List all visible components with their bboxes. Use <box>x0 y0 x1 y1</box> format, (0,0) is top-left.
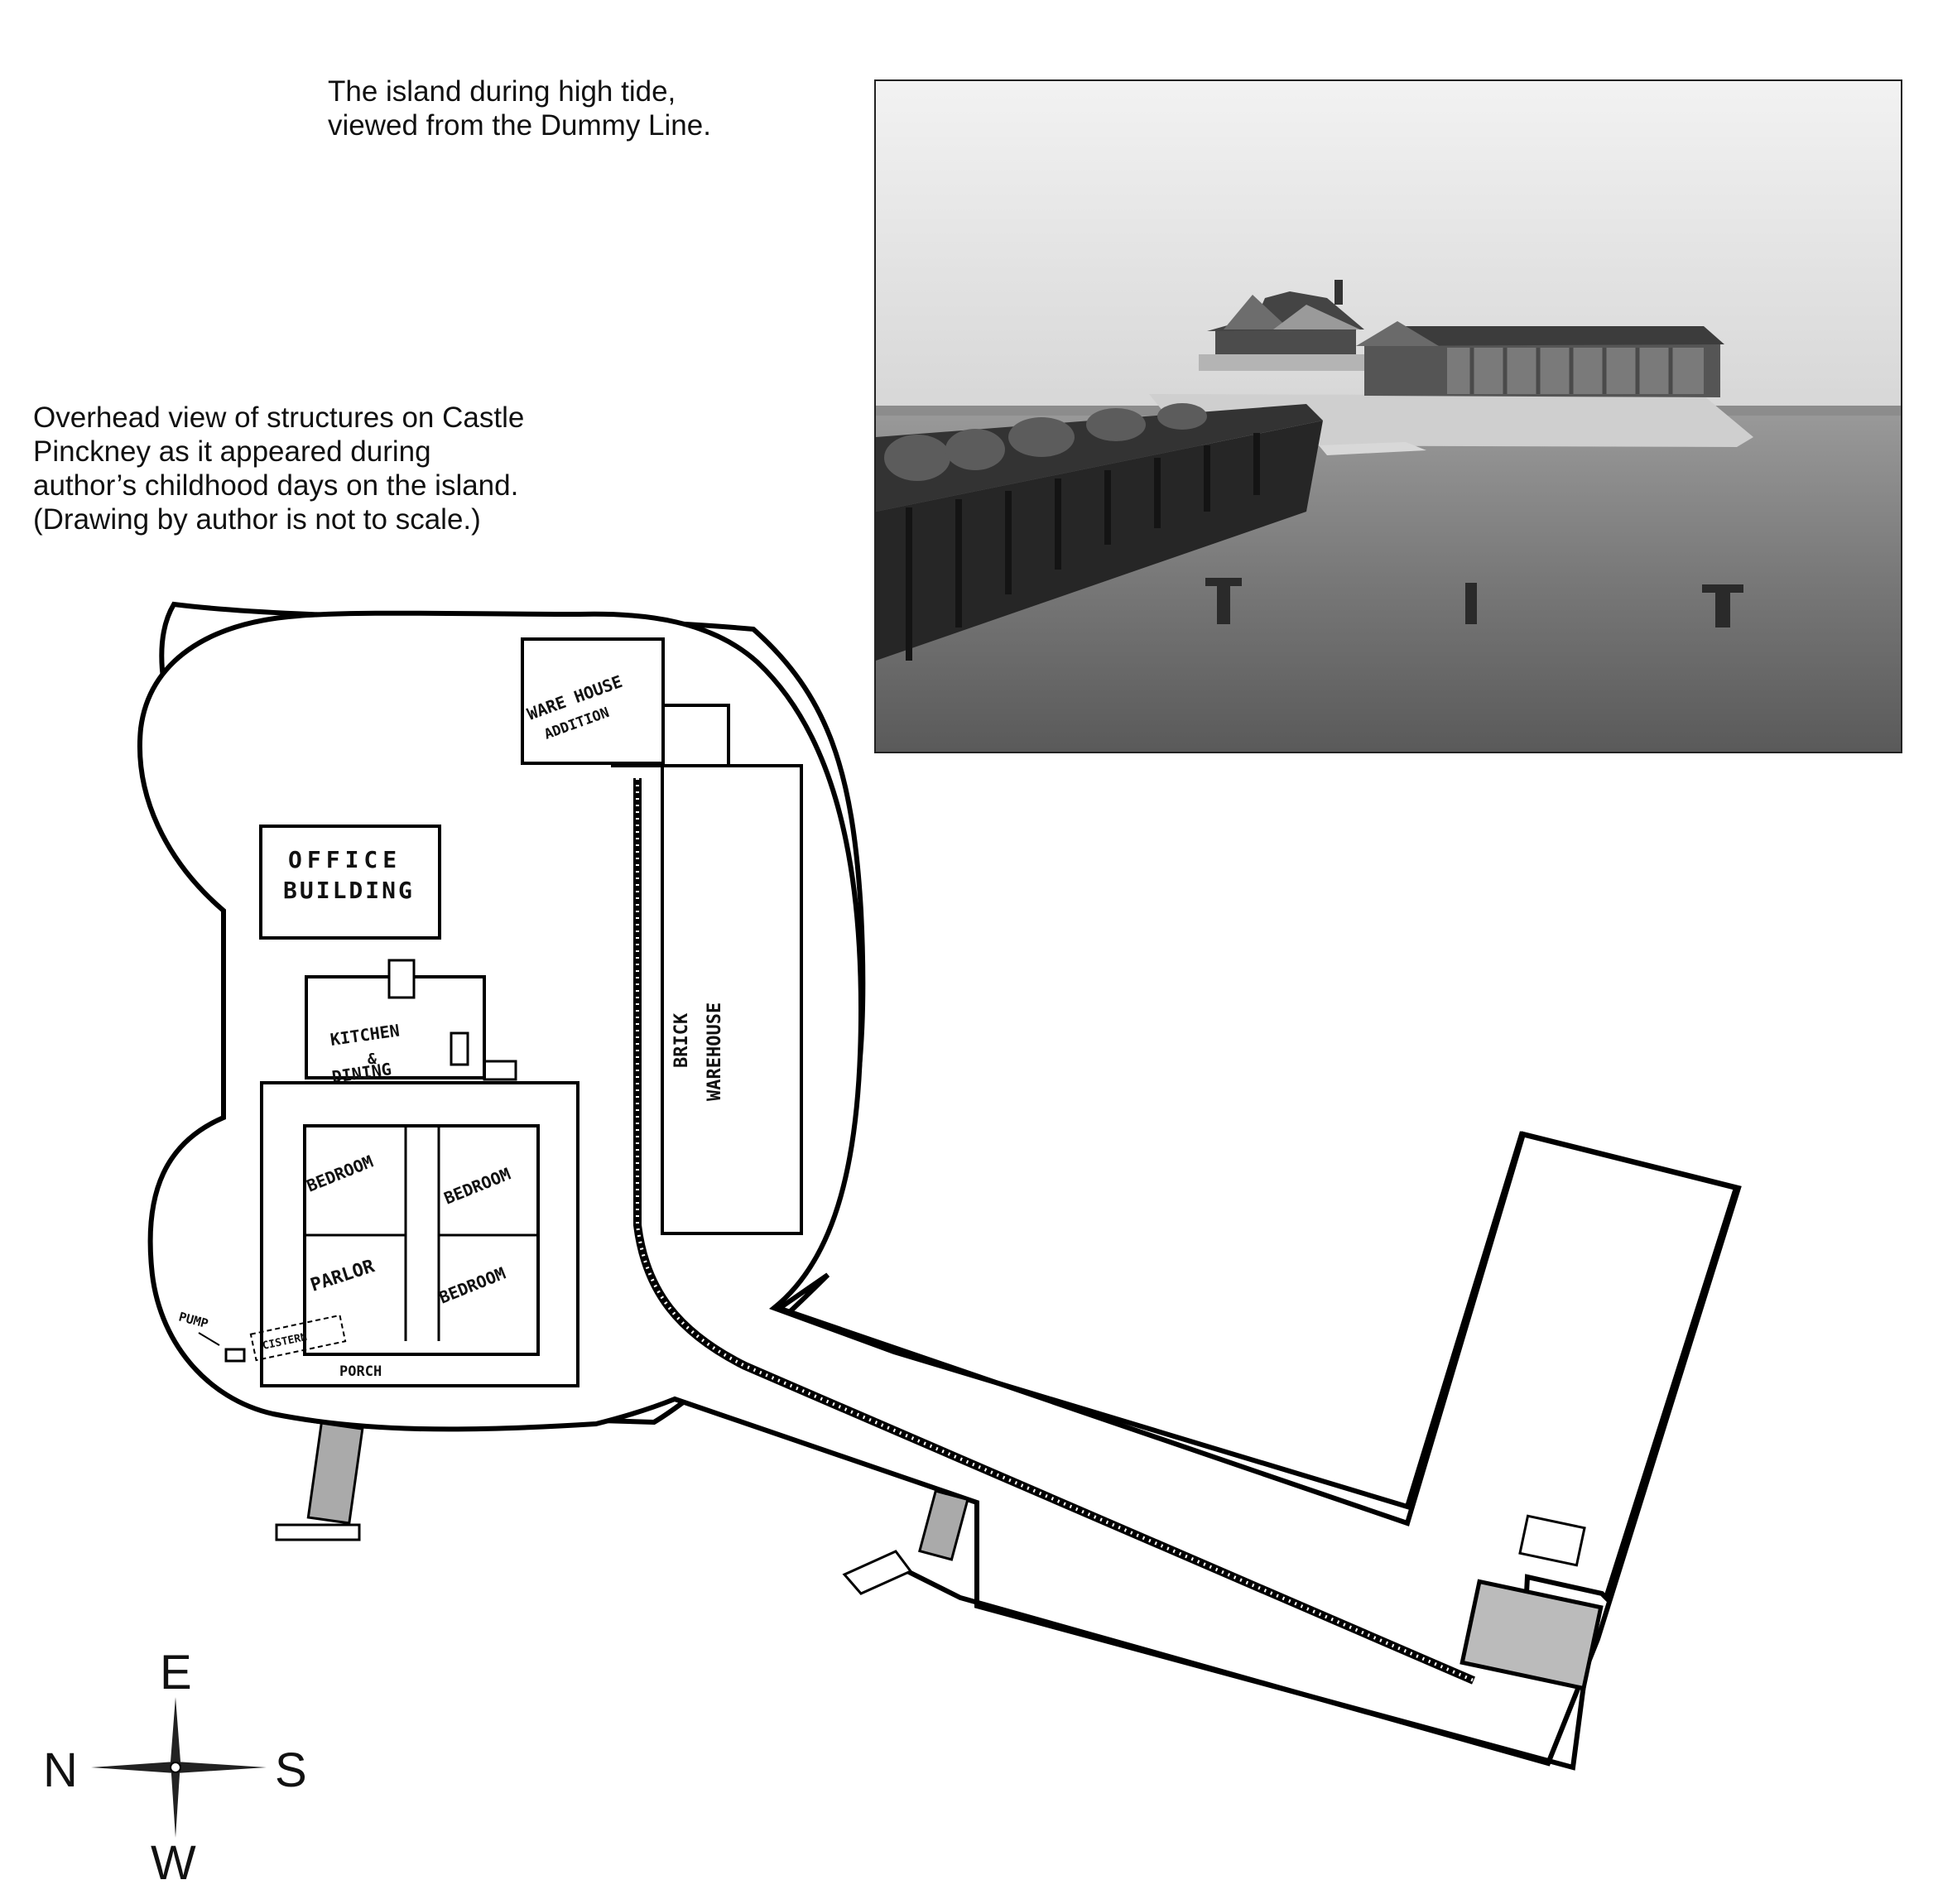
office-building <box>259 825 441 940</box>
house-photo <box>1199 280 1364 371</box>
label-brick: BRICK <box>671 1012 692 1068</box>
front-walkway <box>306 1421 364 1525</box>
trestle-photo <box>876 403 1323 661</box>
label-porch: PORCH <box>339 1363 382 1380</box>
label-office-2: BUILDING <box>283 877 415 904</box>
compass-west: W <box>151 1836 196 1890</box>
compass-south: S <box>275 1743 307 1797</box>
steps-icon <box>483 1060 517 1081</box>
pier-structure <box>1518 1514 1586 1567</box>
pump-icon <box>224 1348 246 1363</box>
boat-icon <box>842 1550 913 1595</box>
house-interior <box>303 1124 540 1356</box>
warehouse-addition <box>521 637 665 765</box>
boat-photo <box>1319 442 1426 455</box>
walkway-landing <box>275 1523 361 1541</box>
stove-icon <box>387 959 416 999</box>
island-shoreline <box>137 610 1739 1771</box>
photo-caption: The island during high tide, viewed from… <box>328 75 711 142</box>
label-brick-warehouse: WAREHOUSE <box>705 1002 725 1101</box>
label-office-1: OFFICE <box>288 846 402 873</box>
warehouse-addition-wall <box>663 704 730 766</box>
brick-warehouse <box>661 764 803 1235</box>
label-kitchen-amp: & <box>368 1051 377 1068</box>
compass-north: N <box>43 1743 78 1797</box>
plan-caption: Overhead view of structures on Castle Pi… <box>33 401 525 536</box>
pilings-photo <box>1205 578 1743 627</box>
pump-arrow <box>198 1332 220 1346</box>
small-dock <box>918 1489 969 1561</box>
cabinet-icon <box>450 1031 469 1066</box>
compass-east: E <box>160 1646 192 1700</box>
brick-warehouse-photo <box>1356 321 1724 397</box>
railroad-ties <box>636 778 1474 1682</box>
cistern <box>249 1314 347 1362</box>
pier-outline <box>777 1131 1742 1767</box>
compass-rose-icon <box>91 1697 267 1838</box>
island-photograph <box>874 79 1902 753</box>
landing-stage <box>1460 1579 1604 1691</box>
photograph-scene <box>876 81 1901 752</box>
